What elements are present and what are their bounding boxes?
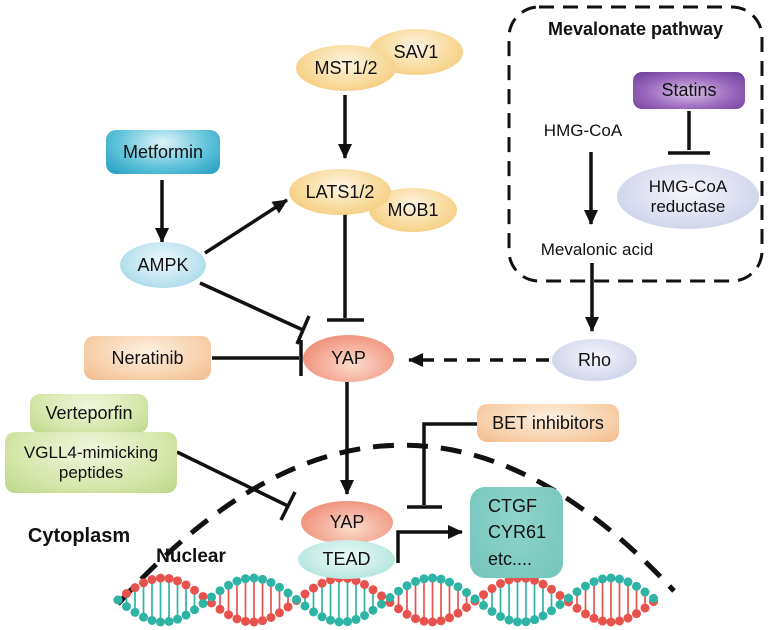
dna-helix xyxy=(113,573,658,627)
node-bet-inhibitors: BET inhibitors xyxy=(477,404,619,442)
node-tead: TEAD xyxy=(298,540,395,579)
label-cytoplasm: Cytoplasm xyxy=(27,524,131,547)
node-mob1: MOB1 xyxy=(369,188,457,232)
node-mst12: MST1/2 xyxy=(296,45,396,91)
node-sav1: SAV1 xyxy=(369,29,463,75)
label-nuclear: Nuclear xyxy=(156,546,226,568)
inhibit-ampk-yap-line xyxy=(199,281,304,332)
node-lats12: LATS1/2 xyxy=(289,169,391,215)
inhibit-vgll4-yaptead-line xyxy=(176,450,289,508)
arrow-tead-to-genes xyxy=(396,525,463,563)
node-ampk: AMPK xyxy=(120,242,206,288)
label-mevalonic-acid: Mevalonic acid xyxy=(540,240,654,260)
arrow-ampk-to-lats xyxy=(204,198,288,255)
node-vgll4-peptides: VGLL4-mimicking peptides xyxy=(5,432,177,493)
nuclear-membrane-arc xyxy=(116,442,676,606)
inhibit-bet-line xyxy=(422,422,477,505)
node-statins: Statins xyxy=(633,72,745,109)
inhibit-ampk-yap-tbar xyxy=(295,315,311,345)
node-yap-cytoplasm: YAP xyxy=(303,335,394,382)
mevalonate-pathway-box xyxy=(507,5,764,283)
inhibit-vgll4-yaptead-tbar xyxy=(279,491,297,521)
node-neratinib: Neratinib xyxy=(84,336,211,380)
mevalonate-pathway-title: Mevalonate pathway xyxy=(547,18,724,39)
node-hmg-coa-reductase: HMG-CoA reductase xyxy=(617,164,759,229)
node-rho: Rho xyxy=(552,339,637,381)
node-verteporfin: Verteporfin xyxy=(30,394,148,433)
node-yap-nuclear: YAP xyxy=(301,501,393,544)
label-hmg-coa: HMG-CoA xyxy=(543,121,623,141)
node-metformin: Metformin xyxy=(106,130,220,174)
node-target-genes: CTGF CYR61 etc.... xyxy=(470,487,563,578)
